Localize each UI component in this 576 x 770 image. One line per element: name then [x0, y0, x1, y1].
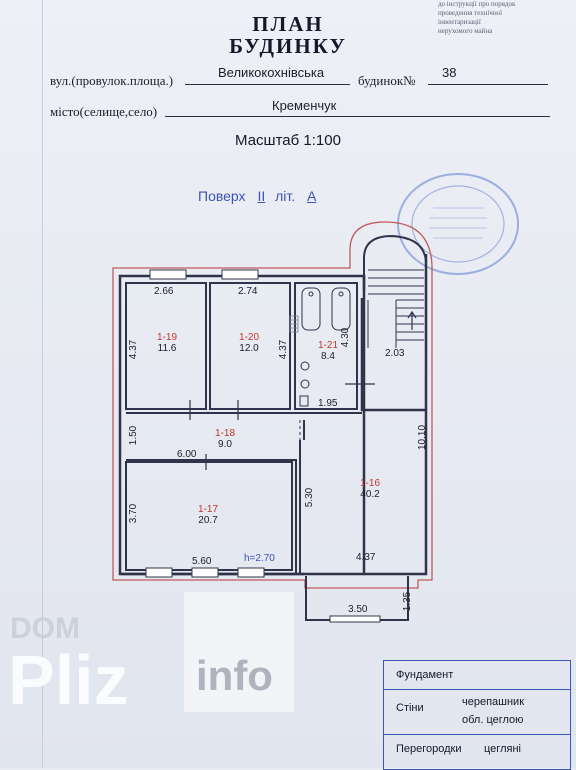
- corner-note: до інструкції про порядок проведення тех…: [438, 0, 558, 36]
- watermark-dom: DOM: [10, 612, 80, 645]
- dim-r16-w: 4.37: [356, 552, 376, 563]
- watermark-info: info: [196, 652, 273, 699]
- outer-wall: [118, 274, 366, 576]
- corner-note-line: до інструкції про порядок: [438, 0, 516, 8]
- dim-stair-w: 2.03: [385, 348, 405, 359]
- room-id: 1-16: [359, 478, 380, 489]
- watermark-pliz: Pliz: [8, 641, 129, 719]
- doc-title-line1: ПЛАН: [252, 12, 324, 36]
- walls-value-1: черепашник: [462, 696, 525, 708]
- spec-row-walls: Стіни черепашник обл. цеглою: [384, 690, 570, 735]
- floor-word: Поверх: [198, 188, 246, 204]
- bath-fixtures: [299, 287, 351, 407]
- street-underline: [185, 84, 350, 85]
- spec-row-partitions: Перегородки цегляні: [384, 735, 570, 768]
- house-underline: [428, 84, 548, 85]
- walls-value-2: обл. цеглою: [462, 714, 524, 726]
- ceiling-height: h=2.70: [244, 553, 275, 564]
- room-area: 12.0: [239, 343, 259, 354]
- dim-r17-w: 5.60: [192, 556, 212, 567]
- outer-wall-east: [122, 254, 428, 576]
- dim-r16-len: 10.10: [417, 424, 429, 451]
- margin-line: [42, 0, 43, 768]
- floor-number: II: [257, 188, 266, 204]
- house-label: будинок№: [358, 73, 416, 88]
- corner-note-line: проведення технічної: [438, 9, 503, 17]
- stair-arrow: [407, 310, 417, 330]
- dim-balcony-w: 3.50: [348, 604, 368, 615]
- dim-r21-h: 4.30: [340, 327, 352, 348]
- dim-r18-h: 1.50: [128, 425, 140, 446]
- spec-row-foundation: Фундамент: [384, 661, 570, 690]
- balcony-window: [329, 615, 381, 623]
- dim-r18-w: 6.00: [177, 449, 197, 460]
- spec-table: Фундамент Стіни черепашник обл. цеглою П…: [383, 660, 571, 770]
- dim-r16-h: 5.30: [304, 487, 316, 508]
- dim-r21-w: 1.95: [318, 398, 338, 409]
- room-id: 1-17: [197, 504, 218, 515]
- doc-title-line2: БУДИНКУ: [229, 34, 347, 58]
- house-value: 38: [442, 65, 457, 80]
- room-1-19: 1-19 11.6: [155, 332, 179, 354]
- stair-curve: [363, 234, 427, 280]
- corner-note-line: інвентаризації: [438, 18, 481, 26]
- foundation-label: Фундамент: [396, 669, 454, 681]
- floor-label: Поверх II літ. А: [198, 188, 316, 204]
- lit-value: А: [307, 188, 317, 204]
- dim-balcony-h: 1.35: [402, 591, 414, 612]
- city-underline: [165, 116, 550, 117]
- room-1-18: 1-18 9.0: [213, 428, 237, 450]
- dim-r19-h: 4.37: [128, 339, 140, 360]
- room-id: 1-18: [214, 428, 235, 439]
- lit-word: літ.: [275, 188, 296, 204]
- room-id: 1-19: [156, 332, 177, 343]
- interior-walls: [125, 282, 362, 574]
- room-area: 9.0: [218, 439, 232, 450]
- scale-label: Масштаб 1:100: [235, 132, 341, 149]
- room-1-20: 1-20 12.0: [237, 332, 261, 354]
- room-1-16: 1-16 40.2: [358, 478, 382, 500]
- city-label: місто(селище,село): [50, 104, 158, 119]
- room-area: 8.4: [321, 351, 335, 362]
- windows: [145, 269, 265, 578]
- dim-r17-h: 3.70: [128, 503, 140, 524]
- dim-r20-h: 4.37: [278, 339, 290, 360]
- dim-r19-w: 2.66: [154, 286, 174, 297]
- street-label: вул.(провулок.площа.): [50, 73, 174, 88]
- partitions-label: Перегородки: [396, 743, 462, 755]
- room-area: 40.2: [360, 489, 380, 500]
- street-value: Великокохнівська: [218, 65, 325, 80]
- room-area: 11.6: [157, 343, 177, 354]
- city-value: Кременчук: [272, 98, 337, 113]
- room-id: 1-21: [317, 340, 338, 351]
- room-1-17: 1-17 20.7: [196, 504, 220, 526]
- outer-outline: [112, 221, 433, 589]
- room-1-21: 1-21 8.4: [316, 340, 340, 362]
- watermark-box: [184, 592, 294, 712]
- partitions-value: цегляні: [484, 743, 521, 755]
- seal-stamp: [397, 173, 519, 275]
- stair-steps: [367, 269, 424, 348]
- room-area: 20.7: [198, 515, 218, 526]
- room-id: 1-20: [238, 332, 259, 343]
- dim-r20-w: 2.74: [238, 286, 258, 297]
- corner-note-line: нерухомого майна: [438, 27, 493, 35]
- grid-vent: [289, 315, 299, 333]
- walls-label: Стіни: [396, 702, 424, 714]
